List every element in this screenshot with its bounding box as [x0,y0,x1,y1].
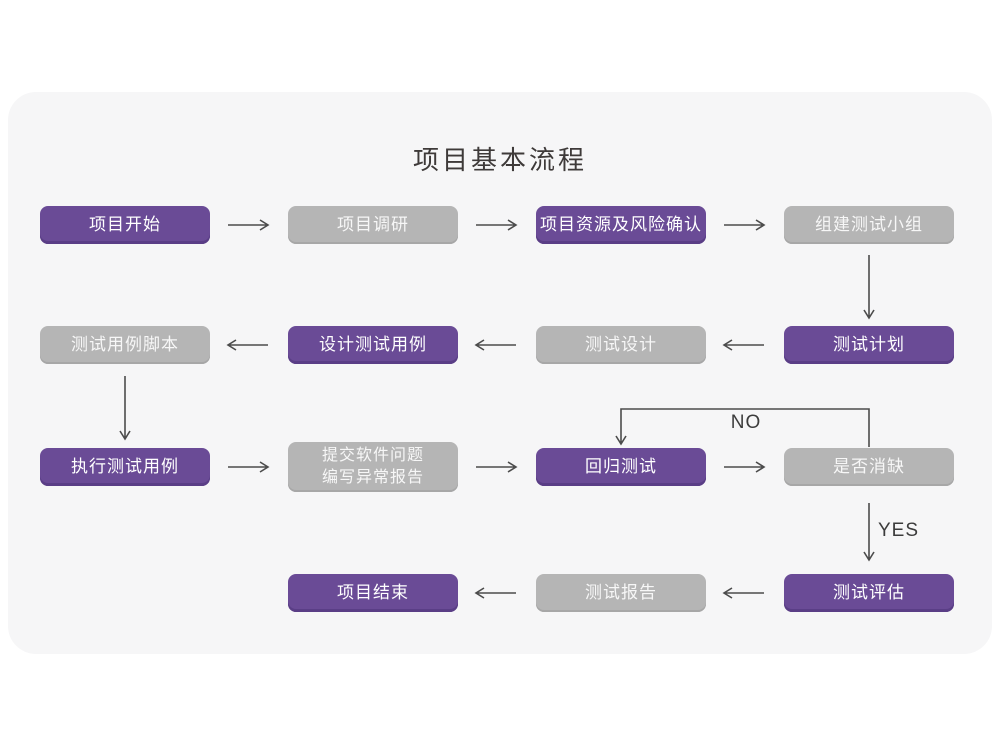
node-project-start: 项目开始 [40,206,210,244]
node-test-case-scripts: 测试用例脚本 [40,326,210,364]
node-test-design: 测试设计 [536,326,706,364]
node-build-test-team: 组建测试小组 [784,206,954,244]
page-title: 项目基本流程 [412,145,587,175]
node-test-evaluation: 测试评估 [784,574,954,612]
node-project-research: 项目调研 [288,206,458,244]
node-resource-risk-confirm: 项目资源及风险确认 [536,206,706,244]
node-test-plan: 测试计划 [784,326,954,364]
node-regression-test: 回归测试 [536,448,706,486]
node-project-end: 项目结束 [288,574,458,612]
node-defect-cleared-check: 是否消缺 [784,448,954,486]
node-design-test-cases: 设计测试用例 [288,326,458,364]
edge-label-no: NO [730,412,762,433]
edge-label-yes: YES [878,520,920,541]
node-test-report: 测试报告 [536,574,706,612]
node-submit-issues-report: 提交软件问题 编写异常报告 [288,442,458,492]
flowchart-card [8,92,992,654]
node-execute-test-cases: 执行测试用例 [40,448,210,486]
